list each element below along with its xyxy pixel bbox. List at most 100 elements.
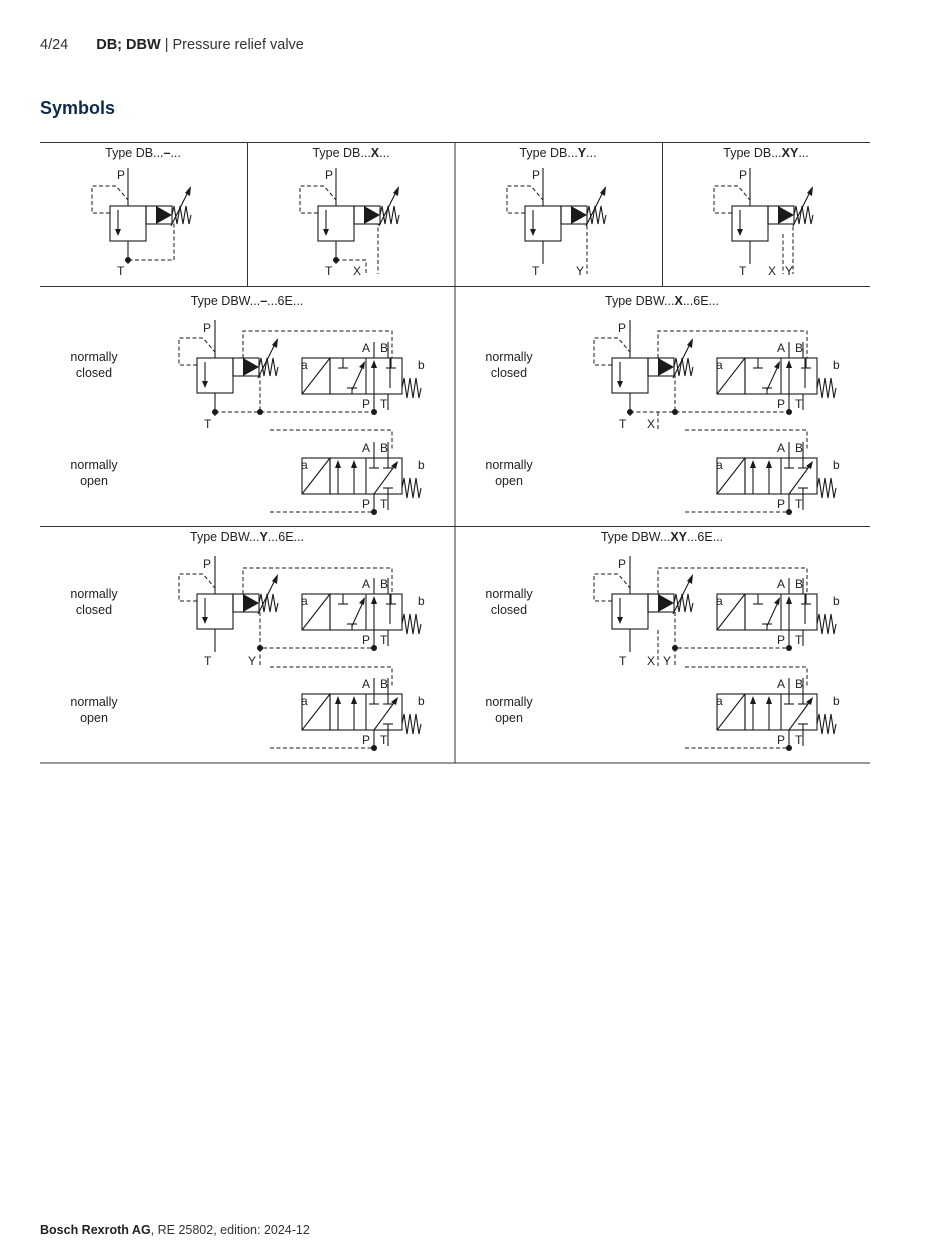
- solenoid-a-label: a: [716, 358, 723, 372]
- page-number: 4/24: [40, 37, 69, 53]
- port-p2-label: P: [777, 497, 785, 511]
- relief-valve-symbol: [713, 167, 814, 265]
- document-title: Pressure relief valve: [172, 37, 304, 53]
- port-a-label: A: [777, 441, 785, 455]
- port-a-label: A: [362, 441, 370, 455]
- cell-db-none: Type DB...–... P T: [91, 146, 192, 278]
- document-reference: , RE 25802, edition: 2024-12: [150, 1223, 310, 1237]
- port-t2-label: T: [795, 733, 803, 747]
- nc-label-line1: normally: [70, 587, 118, 601]
- cell-dbw-xy: Type DBW...XY...6E... normally closed P …: [485, 530, 840, 751]
- type-label: Type DB...XY...: [723, 146, 808, 160]
- port-b-label: B: [380, 441, 388, 455]
- solenoid-b-label: b: [833, 694, 840, 708]
- section-title: Symbols: [40, 98, 116, 118]
- type-label: Type DBW...X...6E...: [605, 294, 719, 308]
- port-x-label: X: [353, 264, 361, 278]
- port-b-label: B: [795, 341, 803, 355]
- relief-valve-symbol: [91, 167, 192, 265]
- page-footer: Bosch Rexroth AG, RE 25802, edition: 202…: [40, 1223, 310, 1237]
- port-t2-label: T: [795, 633, 803, 647]
- port-t-label: T: [325, 264, 333, 278]
- cell-db-y: Type DB...Y... P T Y: [506, 146, 607, 278]
- cell-dbw-y: Type DBW...Y...6E... normally closed P T…: [70, 530, 425, 751]
- solenoid-b-label: b: [418, 594, 425, 608]
- solenoid-a-label: a: [716, 594, 723, 608]
- port-p-label: P: [739, 168, 747, 182]
- port-a-label: A: [777, 677, 785, 691]
- relief-valve-symbol: [593, 319, 694, 417]
- nc-label-line2: closed: [76, 603, 112, 617]
- nc-label-line1: normally: [70, 350, 118, 364]
- no-label-line2: open: [80, 474, 108, 488]
- nc-label-line2: closed: [491, 366, 527, 380]
- port-p2-label: P: [777, 397, 785, 411]
- symbols-table: Type DB...–... P T Type DB...X... P T X …: [40, 142, 870, 764]
- port-x-label: X: [647, 417, 655, 431]
- solenoid-a-label: a: [301, 594, 308, 608]
- port-a-label: A: [362, 577, 370, 591]
- port-x-label: X: [768, 264, 776, 278]
- port-x-label: X: [647, 654, 655, 668]
- solenoid-b-label: b: [418, 694, 425, 708]
- solenoid-b-label: b: [418, 458, 425, 472]
- cell-db-xy: Type DB...XY... P T X Y: [713, 146, 814, 278]
- port-y-label: Y: [576, 264, 584, 278]
- solenoid-b-label: b: [833, 358, 840, 372]
- port-b-label: B: [380, 677, 388, 691]
- relief-valve-symbol: [178, 319, 279, 417]
- port-p-label: P: [325, 168, 333, 182]
- cell-db-x: Type DB...X... P T X: [299, 146, 400, 278]
- type-label: Type DBW...Y...6E...: [190, 530, 304, 544]
- port-a-label: A: [362, 677, 370, 691]
- nc-label-line2: closed: [76, 366, 112, 380]
- port-t2-label: T: [380, 497, 388, 511]
- port-p2-label: P: [777, 633, 785, 647]
- port-t-label: T: [739, 264, 747, 278]
- nc-label-line1: normally: [485, 350, 533, 364]
- no-label-line1: normally: [70, 695, 118, 709]
- port-t2-label: T: [380, 733, 388, 747]
- port-y-label: Y: [248, 654, 256, 668]
- type-label: Type DB...Y...: [519, 146, 596, 160]
- cell-dbw-none: Type DBW...–...6E... normally closed P T…: [70, 294, 425, 515]
- relief-valve-symbol: [299, 167, 400, 265]
- port-b-label: B: [795, 577, 803, 591]
- port-p-label: P: [618, 321, 626, 335]
- port-b-label: B: [380, 577, 388, 591]
- port-p-label: P: [117, 168, 125, 182]
- port-t2-label: T: [795, 497, 803, 511]
- port-t-label: T: [204, 654, 212, 668]
- company-name: Bosch Rexroth AG: [40, 1223, 151, 1237]
- type-label: Type DB...–...: [105, 146, 181, 160]
- port-p2-label: P: [362, 497, 370, 511]
- port-t-label: T: [532, 264, 540, 278]
- port-a-label: A: [777, 577, 785, 591]
- header-separator: |: [160, 37, 173, 53]
- port-a-label: A: [777, 341, 785, 355]
- solenoid-b-label: b: [833, 458, 840, 472]
- port-t-label: T: [619, 417, 627, 431]
- port-p2-label: P: [362, 397, 370, 411]
- port-b-label: B: [380, 341, 388, 355]
- no-label-line2: open: [495, 711, 523, 725]
- type-label: Type DBW...XY...6E...: [601, 530, 723, 544]
- port-p-label: P: [203, 321, 211, 335]
- no-label-line1: normally: [70, 458, 118, 472]
- port-p2-label: P: [362, 733, 370, 747]
- solenoid-a-label: a: [301, 358, 308, 372]
- port-t-label: T: [204, 417, 212, 431]
- no-label-line2: open: [80, 711, 108, 725]
- port-t2-label: T: [795, 397, 803, 411]
- port-t-label: T: [619, 654, 627, 668]
- port-a-label: A: [362, 341, 370, 355]
- nc-label-line2: closed: [491, 603, 527, 617]
- port-b-label: B: [795, 441, 803, 455]
- no-label-line2: open: [495, 474, 523, 488]
- solenoid-b-label: b: [418, 358, 425, 372]
- solenoid-b-label: b: [833, 594, 840, 608]
- solenoid-a-label: a: [301, 694, 308, 708]
- port-t2-label: T: [380, 633, 388, 647]
- solenoid-a-label: a: [716, 458, 723, 472]
